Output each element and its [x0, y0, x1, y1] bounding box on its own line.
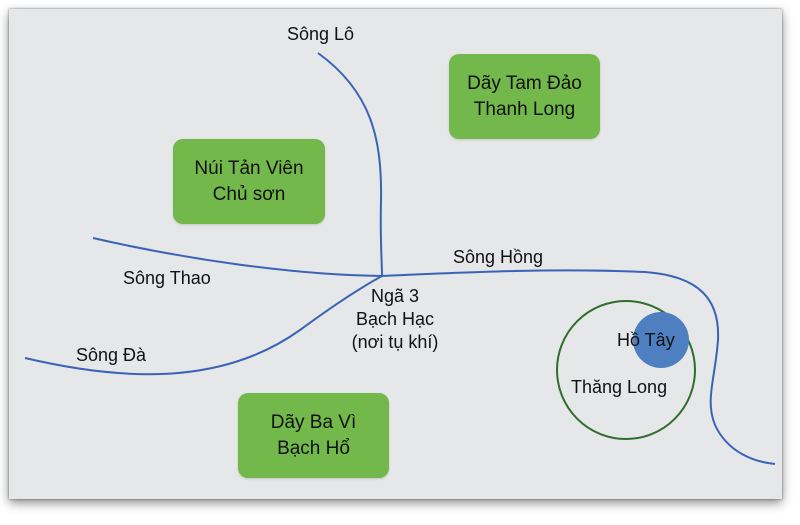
river-song-hong	[381, 269, 776, 465]
label-song-thao: Sông Thao	[123, 268, 211, 288]
map-card	[9, 9, 782, 499]
box-ba-vi: Dãy Ba Vì Bạch Hổ	[238, 393, 389, 478]
label-song-da: Sông Đà	[76, 345, 147, 365]
confluence-line1: Ngã 3	[370, 286, 420, 306]
label-song-hong: Sông Hồng	[453, 247, 544, 267]
thang-long-circle	[556, 300, 696, 440]
ho-tay-lake	[633, 312, 689, 368]
label-ho-tay: Hồ Tây	[617, 330, 675, 350]
label-song-lo: Sông Lô	[287, 24, 355, 44]
river-song-da	[24, 275, 383, 376]
confluence-line2: Bạch Hạc	[355, 309, 435, 329]
tan-vien-line1: Núi Tản Viên	[194, 157, 304, 179]
ba-vi-line1: Dãy Ba Vì	[270, 411, 357, 433]
tan-vien-line2: Chủ sơn	[212, 183, 286, 205]
confluence-label: Ngã 3 Bạch Hạc (nơi tụ khí)	[335, 285, 455, 354]
river-song-thao	[92, 237, 383, 277]
tam-dao-line2: Thanh Long	[473, 98, 576, 120]
label-thang-long: Thăng Long	[571, 377, 668, 397]
river-song-lo	[317, 52, 383, 277]
tam-dao-line1: Dãy Tam Đảo	[467, 72, 582, 94]
box-tan-vien: Núi Tản Viên Chủ sơn	[173, 139, 325, 224]
confluence-line3: (nơi tụ khí)	[351, 332, 439, 352]
ba-vi-line2: Bạch Hổ	[277, 437, 350, 459]
box-tam-dao: Dãy Tam Đảo Thanh Long	[449, 54, 600, 139]
